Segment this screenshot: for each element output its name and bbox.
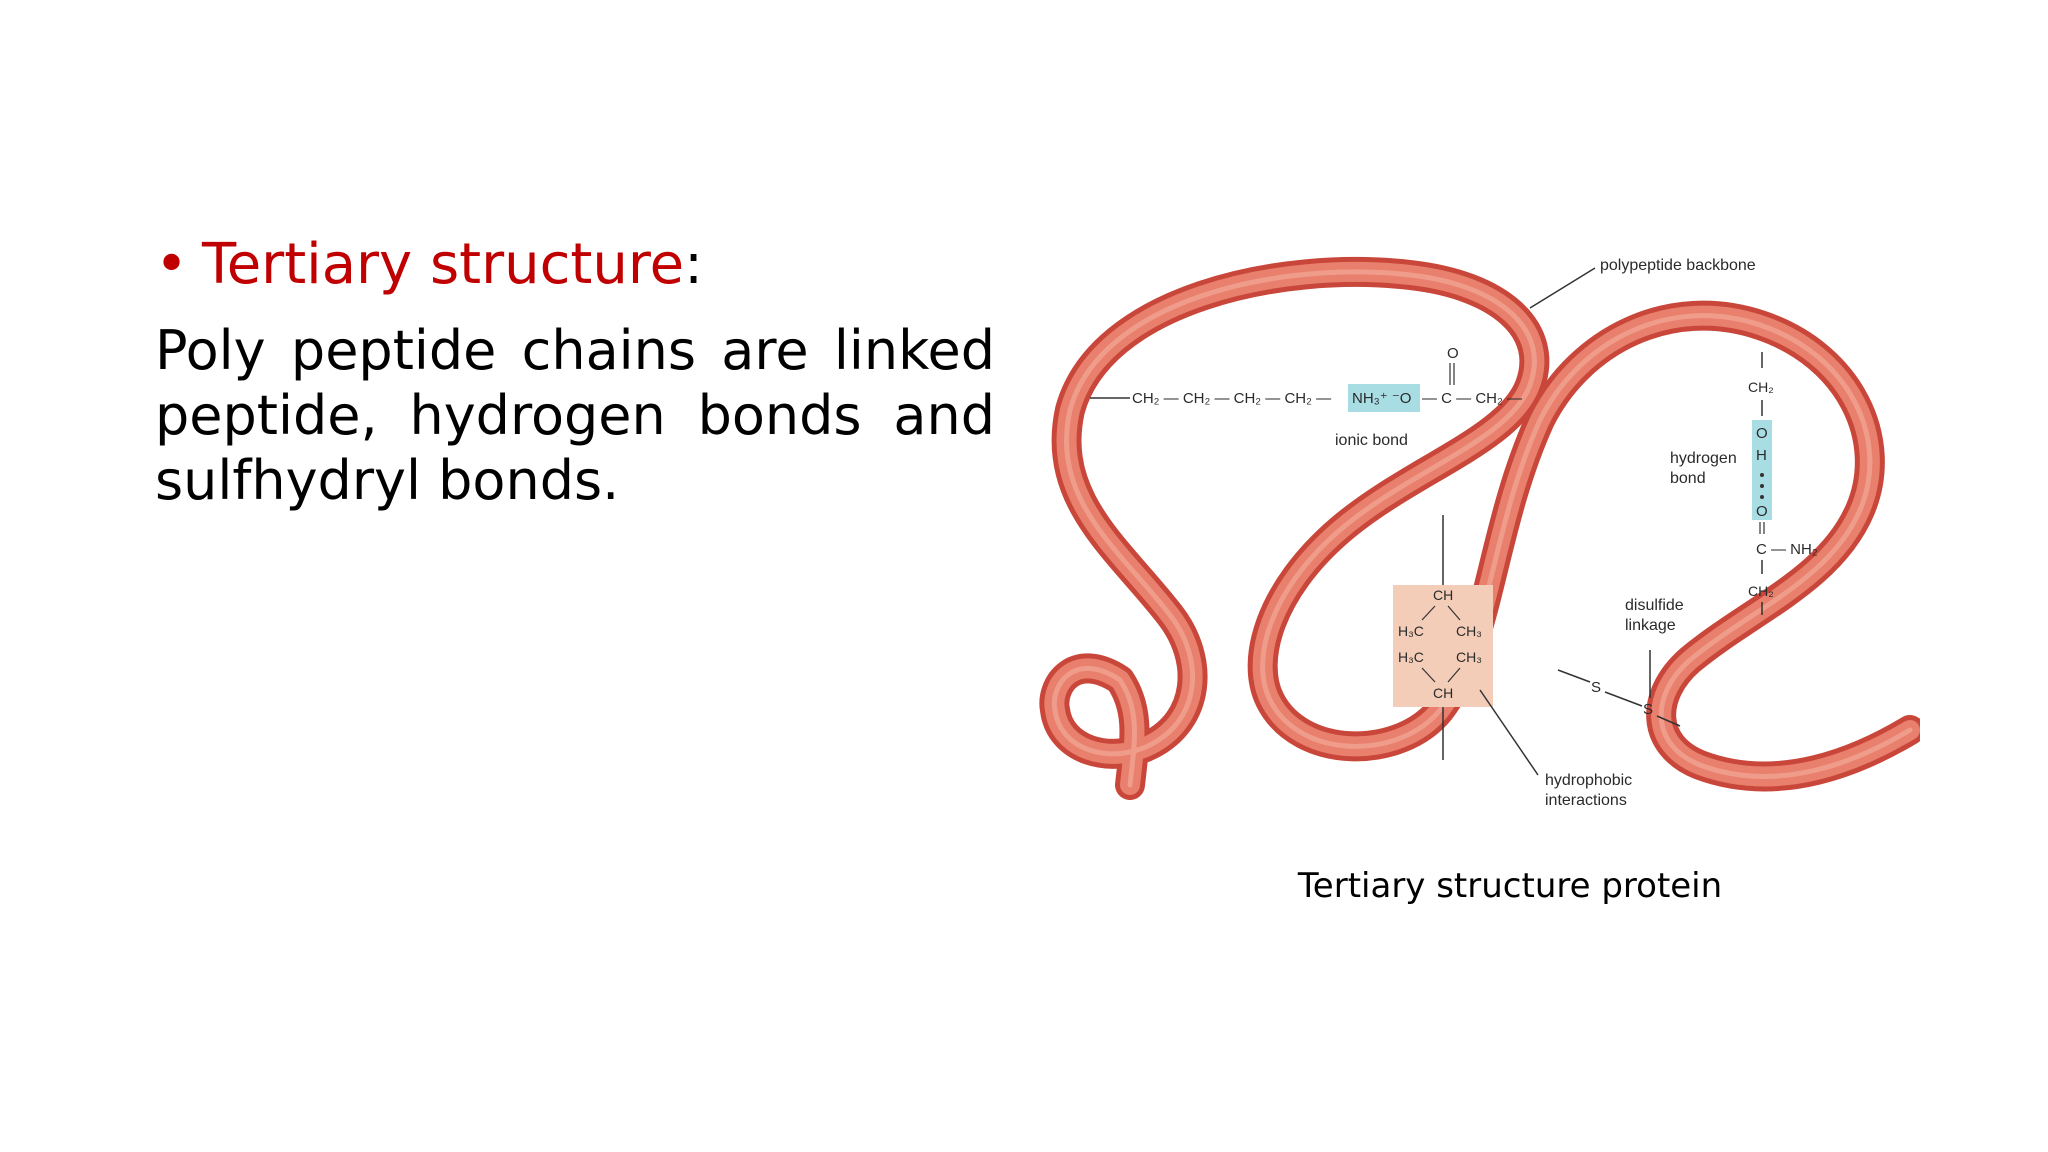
ionic-bond-label: ionic bond [1335, 432, 1408, 449]
carboxyl-group: — C — CH₂ — [1422, 390, 1522, 407]
bullet-suffix: : [684, 232, 704, 297]
svg-text:CH₂: CH₂ [1748, 583, 1774, 599]
bullet-dot: • [155, 232, 189, 297]
polypeptide-backbone [1039, 256, 1920, 800]
figure-caption: Tertiary structure protein [1297, 866, 1723, 906]
hydrogen-highlight [1752, 420, 1772, 520]
hydrophobic-leader-line [1479, 689, 1539, 776]
svg-text:H₃C: H₃C [1398, 649, 1424, 665]
svg-text:CH: CH [1433, 587, 1453, 603]
hydrogen-bond-label-1: hydrogen [1670, 450, 1737, 467]
svg-text:O: O [1756, 425, 1768, 442]
ch2-group: CH₂ — CH₂ — CH₂ — CH₂ — [1132, 390, 1331, 407]
ionic-bond-chain: CH₂ — CH₂ — CH₂ — CH₂ — NH₃⁺ ⁻O — C — CH… [1090, 345, 1522, 449]
bullet-heading: •Tertiary structure: [155, 230, 703, 300]
disulfide-label-1: disulfide [1625, 597, 1684, 614]
ionic-highlight [1348, 384, 1420, 412]
hydrophobic-highlight [1393, 585, 1493, 707]
tertiary-structure-figure: CH₂ — CH₂ — CH₂ — CH₂ — NH₃⁺ ⁻O — C — CH… [1039, 256, 1920, 809]
body-paragraph: Poly peptide chains are linked peptide, … [155, 319, 995, 512]
hydrophobic-label-2: interactions [1545, 792, 1627, 809]
svg-text:O: O [1756, 503, 1768, 520]
svg-text:H: H [1756, 447, 1767, 464]
svg-text:C — NH₂: C — NH₂ [1756, 541, 1818, 558]
nh3-group: NH₃⁺ ⁻O [1352, 390, 1411, 407]
disulfide-group: S S disulfide linkage [1557, 597, 1684, 727]
svg-text:CH: CH [1433, 685, 1453, 701]
svg-text:H₃C: H₃C [1398, 623, 1424, 639]
oxygen-atom: O [1447, 345, 1459, 362]
hydrophobic-group: CH H₃C CH₃ H₃C CH₃ CH hydrophobic intera… [1393, 515, 1632, 809]
svg-text:S: S [1591, 679, 1601, 696]
bullet-term: Tertiary structure [202, 232, 685, 297]
hydrogen-bond-label-2: bond [1670, 470, 1706, 487]
svg-text:CH₃: CH₃ [1456, 649, 1482, 665]
polypeptide-backbone-label: polypeptide backbone [1600, 257, 1756, 274]
svg-text:S: S [1643, 701, 1653, 718]
hydrogen-bond-group: CH₂ O H O C — NH₂ CH₂ hydrogen bond [1670, 352, 1818, 615]
disulfide-label-2: linkage [1625, 617, 1676, 634]
svg-text:CH₃: CH₃ [1456, 623, 1482, 639]
backbone-leader-line [1529, 267, 1596, 309]
ch2-top: CH₂ [1748, 379, 1774, 395]
hydrophobic-label-1: hydrophobic [1545, 772, 1632, 789]
